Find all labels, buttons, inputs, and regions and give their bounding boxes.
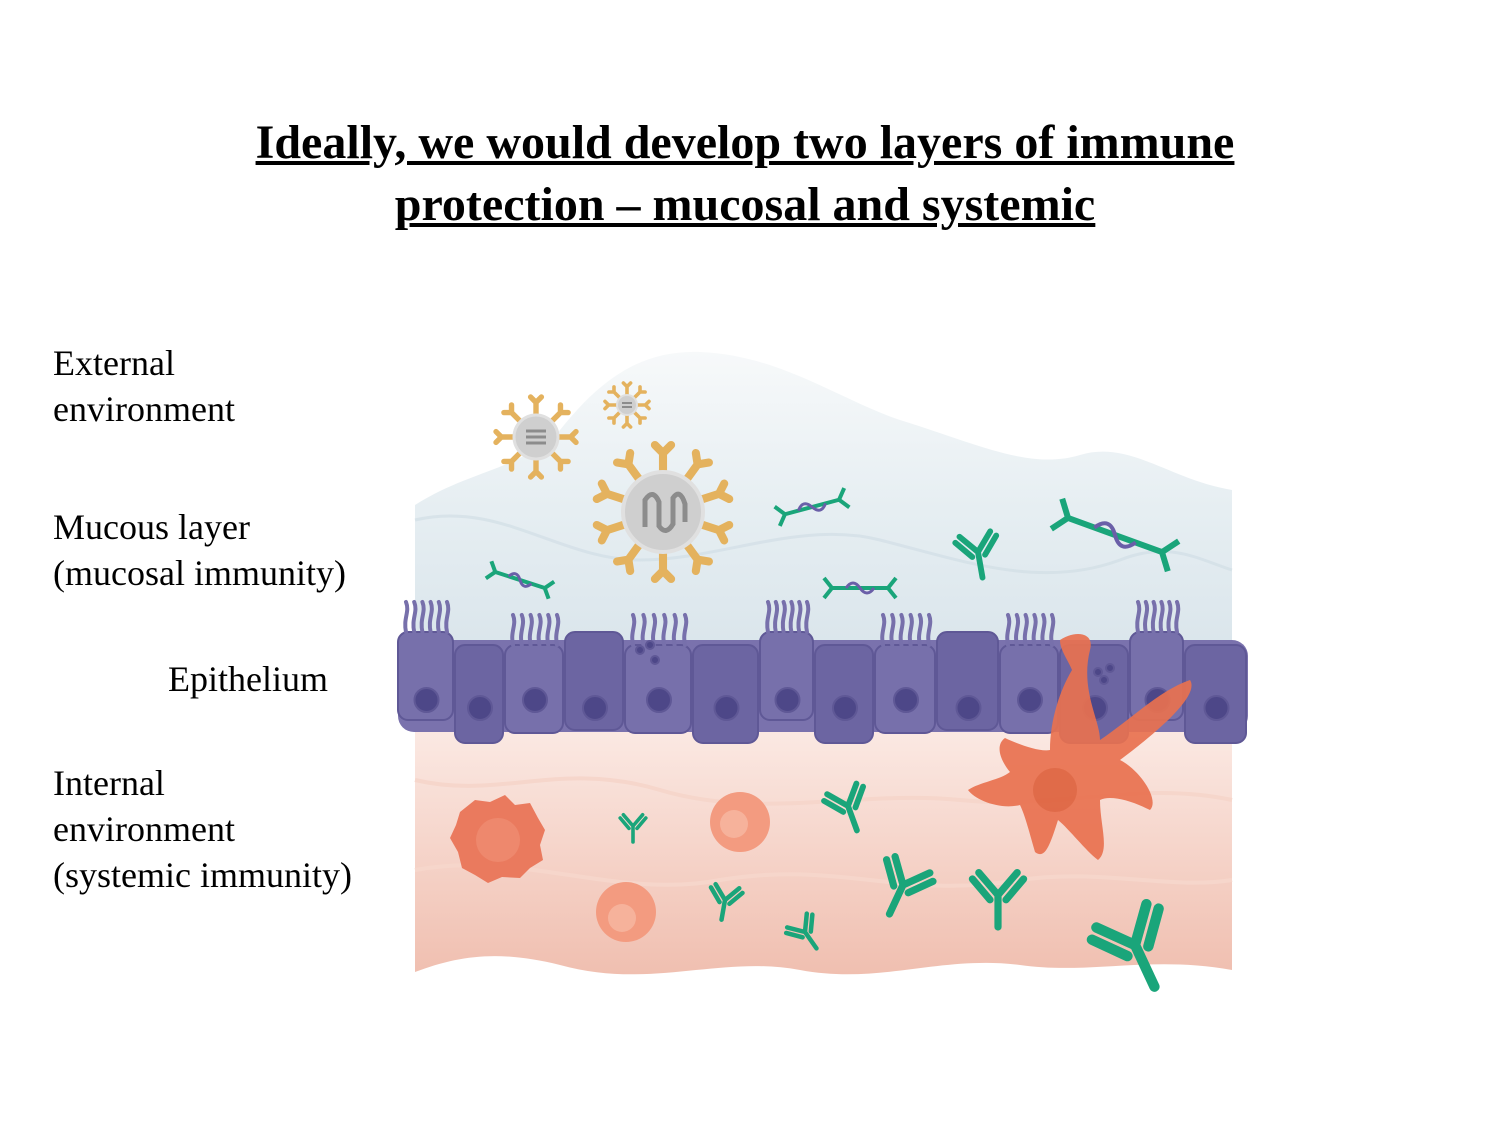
dendritic-cell-icon — [968, 634, 1192, 860]
lymphocyte-icon — [710, 792, 770, 852]
epithelial-cell-icon — [692, 644, 759, 744]
label-mucous-layer: Mucous layer (mucosal immunity) — [53, 504, 346, 596]
epithelial-cell-icon — [397, 600, 454, 721]
macrophage-icon — [450, 795, 545, 883]
label-epithelium: Epithelium — [168, 656, 328, 702]
title-line-1: Ideally, we would develop two layers of … — [255, 116, 1235, 169]
epithelial-cell-icon — [936, 631, 999, 731]
label-line: (systemic immunity) — [53, 855, 352, 895]
label-external-environment: External environment — [53, 340, 235, 432]
virus-icon — [592, 440, 734, 584]
antibody-icon — [618, 812, 648, 844]
antibody-icon — [821, 780, 867, 834]
antibody-icon — [968, 868, 1028, 931]
epithelial-cell-icon — [814, 644, 874, 744]
epithelial-cell-icon — [1184, 644, 1247, 744]
epithelial-cell-icon — [454, 644, 504, 744]
label-line: Internal — [53, 763, 165, 803]
label-line: environment — [53, 809, 235, 849]
epithelial-cell-icon — [999, 613, 1059, 734]
antibody-virus-complex-icon — [484, 487, 1181, 600]
label-line: External — [53, 343, 175, 383]
virus-icon — [493, 394, 579, 480]
label-line: Epithelium — [168, 659, 328, 699]
antibody-icon — [1086, 898, 1164, 992]
epithelial-cell-icon — [759, 600, 814, 721]
epithelial-cell-icon — [624, 613, 692, 734]
lymphocyte-icon — [596, 882, 656, 942]
antibody-icon — [783, 911, 819, 951]
mucous-layer — [415, 351, 1232, 640]
title-line-2: protection – mucosal and systemic — [394, 178, 1096, 231]
label-internal-environment: Internal environment (systemic immunity) — [53, 760, 352, 898]
label-line: environment — [53, 389, 235, 429]
antibody-icon — [882, 852, 937, 918]
slide-title: Ideally, we would develop two layers of … — [0, 112, 1490, 236]
label-line: (mucosal immunity) — [53, 553, 346, 593]
antibody-icon — [952, 528, 1000, 581]
epithelial-cell-icon — [874, 613, 936, 734]
antibody-icon — [708, 881, 745, 922]
virus-icon — [603, 381, 651, 429]
epithelium-layer — [397, 600, 1248, 744]
label-line: Mucous layer — [53, 507, 250, 547]
epithelial-cell-icon — [564, 631, 624, 731]
mucosal-barrier-illustration — [397, 351, 1248, 992]
epithelial-cell-icon — [504, 613, 564, 734]
